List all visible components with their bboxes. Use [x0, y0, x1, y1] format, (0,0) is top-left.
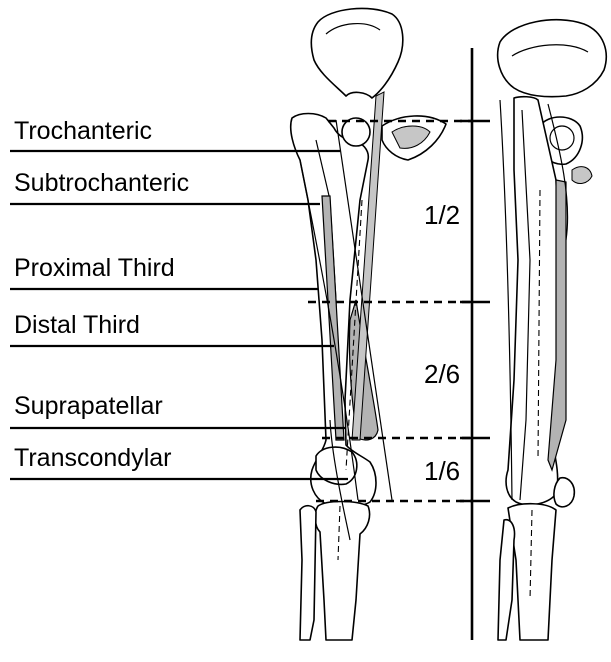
- fracture-labels: Trochanteric Subtrochanteric Proximal Th…: [10, 117, 348, 479]
- fibula-bone-front: [300, 506, 316, 640]
- fibula-bone-side: [498, 520, 515, 640]
- label-distal-third: Distal Third: [14, 311, 140, 339]
- anterior-view-illustration: [291, 8, 446, 640]
- pelvis-bone: [311, 8, 402, 98]
- segment-label-upper: 1/2: [424, 200, 460, 230]
- label-trochanteric: Trochanteric: [14, 117, 152, 145]
- patella-side: [554, 478, 574, 507]
- lateral-view-illustration: [498, 20, 607, 640]
- segment-label-middle: 2/6: [424, 359, 460, 389]
- label-suprapatellar: Suprapatellar: [14, 392, 163, 420]
- label-proximal-third: Proximal Third: [14, 254, 175, 282]
- tibia-bone-front: [315, 502, 369, 641]
- pubic-side: [572, 167, 592, 184]
- segment-label-lower: 1/6: [424, 456, 460, 486]
- label-subtrochanteric: Subtrochanteric: [14, 169, 189, 197]
- pelvis-bone-side: [498, 20, 607, 97]
- label-transcondylar: Transcondylar: [14, 444, 171, 472]
